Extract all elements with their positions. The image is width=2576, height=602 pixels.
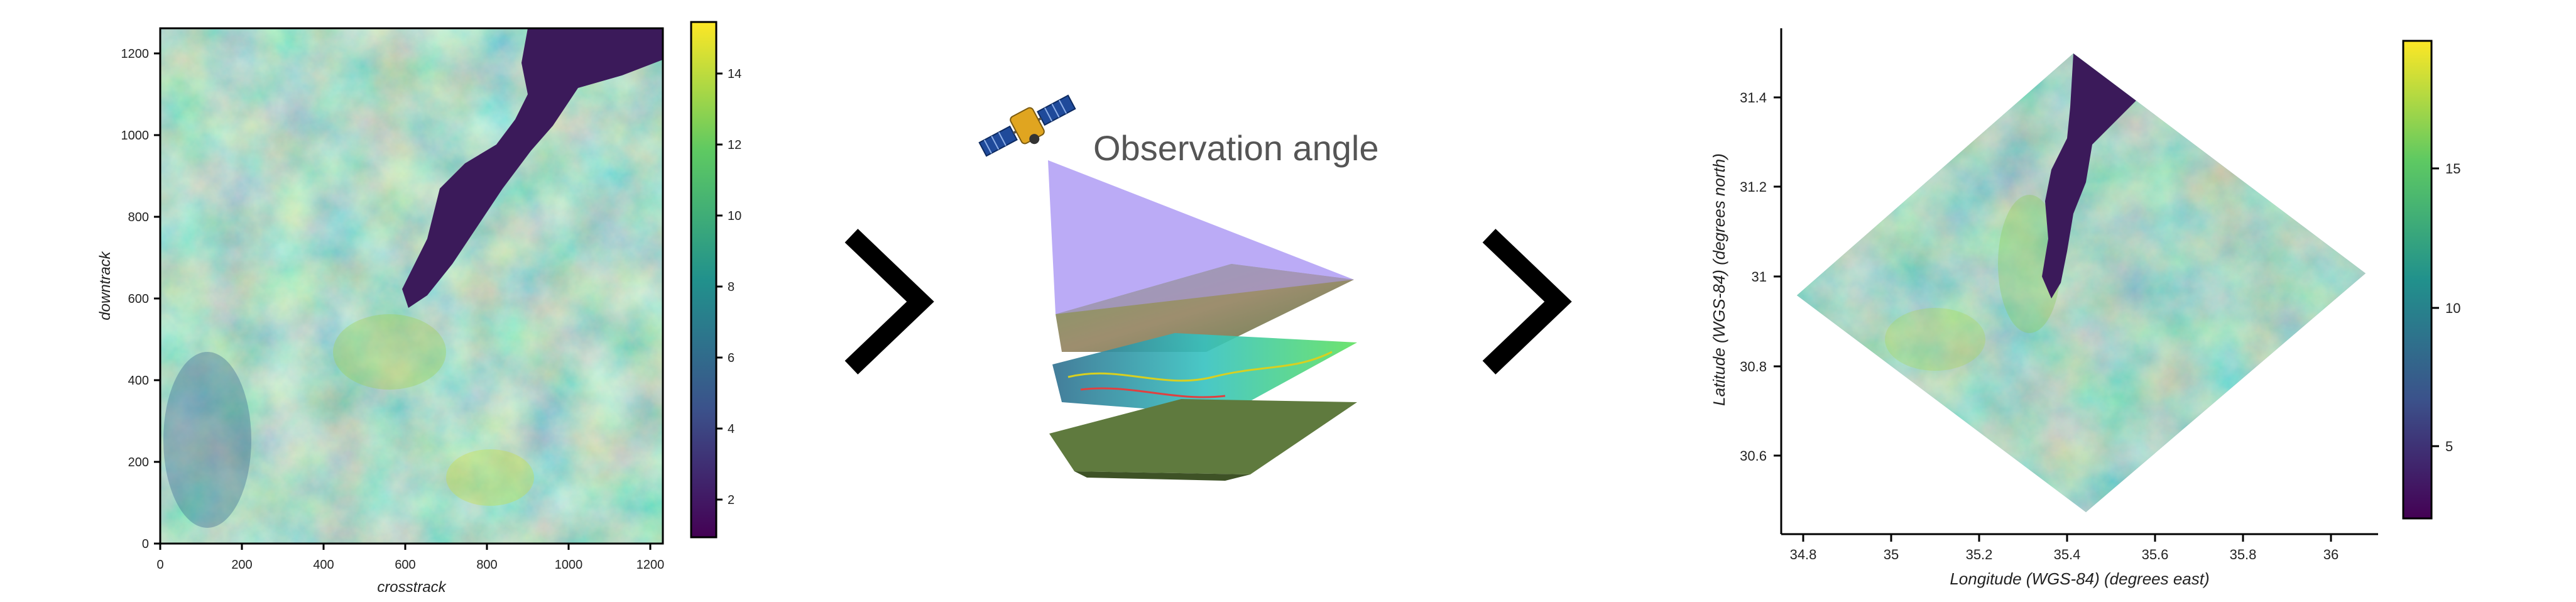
right-x-tick-label: 34.8: [1790, 547, 1817, 562]
left-y-tick-label: 800: [128, 211, 149, 224]
left-y-tick-label: 0: [142, 537, 149, 551]
left-colorbar-tick: 4: [728, 422, 734, 436]
right-x-tick-label: 35.6: [2142, 547, 2169, 562]
left-plot-frame: [159, 27, 664, 545]
right-x-ticks: 34.8 35 35.2 35.4 35.6 35.8 36: [1790, 534, 2339, 562]
left-colorbar: 2 4 6 8 10 12 14: [690, 21, 741, 539]
observation-angle-illustration: Observation angle: [978, 94, 1379, 481]
right-x-tick-label: 35.4: [2054, 547, 2081, 562]
dark-region: [402, 28, 663, 308]
left-x-axis-label: crosstrack: [377, 579, 447, 596]
left-y-axis-label: downtrack: [97, 250, 114, 320]
left-colorbar-tick: 12: [728, 138, 741, 152]
right-x-tick-label: 36: [2323, 547, 2339, 562]
right-x-tick-label: 35.8: [2230, 547, 2257, 562]
right-map-plot: 34.8 35 35.2 35.4 35.6 35.8 36 Longitude…: [1710, 28, 2460, 588]
right-x-tick-label: 35.2: [1966, 547, 1993, 562]
left-heatmap-image: [160, 28, 663, 544]
right-colorbar-tick: 5: [2445, 439, 2453, 454]
left-colorbar-tick: 10: [728, 209, 741, 223]
right-colorbar: 5 10 15: [2402, 40, 2460, 520]
left-y-tick-label: 200: [128, 456, 149, 469]
right-colorbar-tick: 15: [2445, 161, 2460, 177]
left-colorbar-tick: 14: [728, 67, 741, 81]
terrain-layer-bottom: [1049, 399, 1357, 474]
left-y-tick-label: 600: [128, 292, 149, 306]
right-colorbar-tick: 10: [2445, 300, 2460, 316]
right-x-axis-label: Longitude (WGS-84) (degrees east): [1950, 569, 2209, 588]
left-x-tick-label: 400: [313, 558, 334, 572]
observation-angle-label: Observation angle: [1093, 128, 1379, 168]
left-x-tick-label: 0: [156, 558, 163, 572]
left-x-tick-label: 800: [476, 558, 497, 572]
left-x-tick-label: 1200: [636, 558, 665, 572]
terrain-layer-colored: [1052, 333, 1357, 415]
left-colorbar-tick: 6: [728, 351, 734, 365]
left-colorbar-tick: 2: [728, 493, 734, 507]
left-y-tick-label: 1200: [121, 47, 150, 61]
right-y-tick-label: 30.8: [1740, 359, 1767, 375]
left-y-tick-label: 1000: [121, 129, 150, 143]
left-x-tick-label: 200: [231, 558, 252, 572]
satellite-icon: [978, 94, 1076, 157]
right-heatmap-image: [1797, 53, 2366, 512]
chevron-right-icon: [1482, 229, 1572, 375]
left-x-ticks: 0 200 400 600 800 1000 1200: [156, 544, 664, 572]
dark-region: [2042, 53, 2136, 298]
right-y-tick-label: 31.4: [1740, 90, 1767, 106]
right-x-tick-label: 35: [1884, 547, 1899, 562]
right-y-tick-label: 30.6: [1740, 448, 1767, 464]
left-x-tick-label: 1000: [555, 558, 583, 572]
right-y-axis-label: Latitude (WGS-84) (degrees north): [1710, 153, 1728, 406]
right-y-tick-label: 31: [1752, 269, 1767, 285]
left-heatmap-plot: 0 200 400 600 800 1000 1200 crosstrack 0…: [97, 21, 741, 596]
chevron-right-icon: [844, 229, 934, 375]
right-y-ticks: 30.6 30.8 31 31.2 31.4: [1740, 90, 1781, 464]
left-x-tick-label: 600: [395, 558, 415, 572]
left-colorbar-tick: 8: [728, 280, 734, 294]
left-y-ticks: 0 200 400 600 800 1000 1200: [121, 47, 160, 551]
right-y-tick-label: 31.2: [1740, 179, 1767, 195]
left-y-tick-label: 400: [128, 374, 149, 388]
